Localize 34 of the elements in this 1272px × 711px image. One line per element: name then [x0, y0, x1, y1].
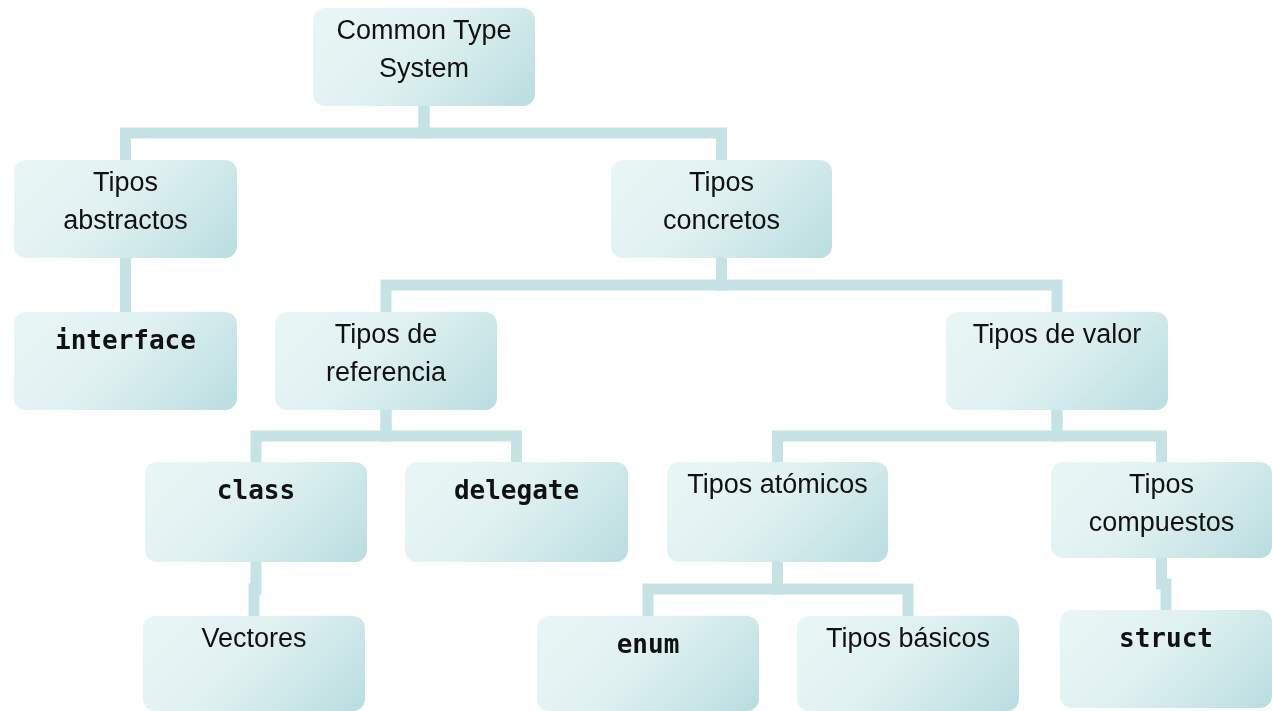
tree-box	[611, 160, 832, 258]
tree-box	[1051, 462, 1272, 558]
connector-line	[1156, 558, 1172, 610]
node-label: Tipos compuestos	[1087, 468, 1236, 539]
tree-box	[667, 462, 888, 562]
tree-box	[797, 616, 1019, 711]
tree-box	[946, 312, 1168, 410]
tree-box	[1060, 610, 1272, 708]
tree-box	[14, 312, 237, 410]
node-label: Tipos concretos	[661, 166, 782, 237]
keyword-label: enum	[615, 628, 681, 661]
node-label: Tipos básicos	[824, 622, 992, 655]
connector-line	[380, 410, 522, 462]
connector-line	[1051, 410, 1167, 462]
keyword-label: class	[215, 474, 297, 507]
tree-box	[14, 160, 237, 258]
tree-box	[275, 312, 497, 410]
tree-box	[405, 462, 628, 562]
tree-box	[143, 616, 365, 711]
tree-box	[537, 616, 759, 711]
connector-line	[248, 562, 262, 616]
tree-box	[313, 8, 535, 106]
connector-line	[418, 106, 727, 160]
node-label: Tipos de valor	[971, 318, 1143, 351]
keyword-label: interface	[54, 324, 197, 357]
connector-line	[120, 258, 131, 312]
keyword-label: struct	[1118, 622, 1214, 655]
tree-box	[145, 462, 367, 562]
node-label: Tipos abstractos	[62, 166, 189, 237]
node-label: Tipos atómicos	[686, 468, 869, 501]
node-label: Tipos de referencia	[324, 318, 448, 389]
node-label: Common Type System	[335, 14, 513, 85]
node-label: Vectores	[200, 622, 308, 655]
keyword-label: delegate	[452, 474, 581, 507]
